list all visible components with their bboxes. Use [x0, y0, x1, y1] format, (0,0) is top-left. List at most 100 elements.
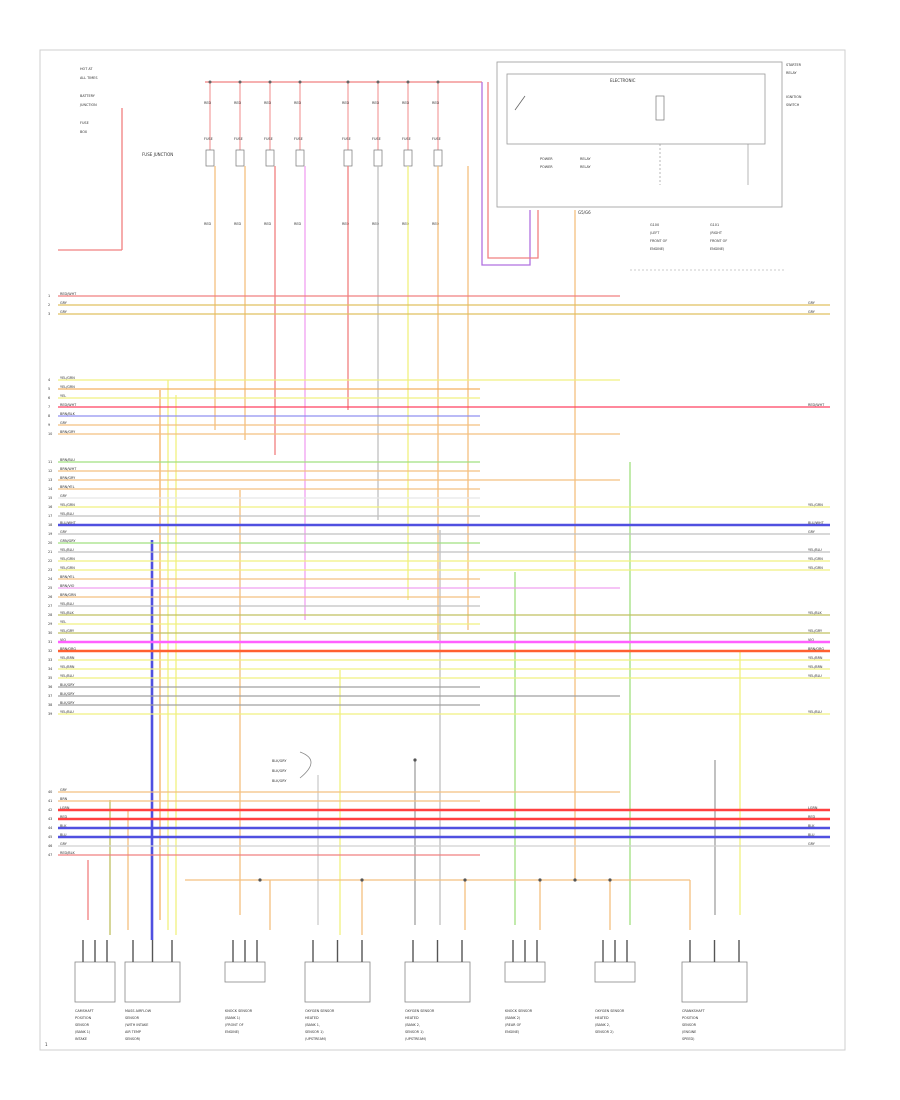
component-label: INTAKE [75, 1037, 87, 1041]
ground-block-label: ENGINE) [710, 247, 725, 251]
pin-number: 29 [48, 622, 52, 626]
ground-block-label: (LEFT [650, 231, 660, 235]
top-right-note-line: RELAY [786, 71, 798, 75]
wire-color-label: BLK [60, 824, 67, 828]
wire-color-label: BLK/GRY [60, 683, 75, 687]
fuse-block: REDFUSEREDREDFUSEREDREDFUSEREDREDFUSERED… [204, 80, 482, 226]
ground-block-label: ENGINE) [650, 247, 665, 251]
component-label: AIR TEMP [125, 1030, 141, 1034]
pin-number: 41 [48, 799, 52, 803]
fuse-label: FUSE [204, 137, 213, 141]
wire-color-label: GRY [60, 421, 68, 425]
component-label: OXYGEN SENSOR [405, 1009, 435, 1013]
splice-label: BLK/GRY [272, 779, 287, 783]
wire-color-label-right: YEL/GRN [808, 557, 823, 561]
pin-number: 12 [48, 469, 52, 473]
splice-point [463, 878, 467, 882]
component-label: ENGINE) [505, 1030, 520, 1034]
fuse-label: RED [264, 222, 271, 226]
pin-number: 43 [48, 817, 52, 821]
wire-color-label: BRN/WHT [60, 467, 77, 471]
component-label: HEATED [405, 1016, 419, 1020]
pin-number: 2 [48, 303, 50, 307]
pin-number: 33 [48, 658, 52, 662]
pin-number: 36 [48, 685, 52, 689]
wire-color-label: RED/WHT [60, 403, 77, 407]
top-right-note-line: STARTER [786, 63, 802, 67]
fuse-label: FUSE [294, 137, 303, 141]
component-label: KNOCK SENSOR [225, 1009, 253, 1013]
wire-color-label: YEL/BLK [60, 611, 74, 615]
pin-number: 31 [48, 640, 52, 644]
pin-number: 46 [48, 844, 52, 848]
top-left-note-line: BATTERY [80, 94, 96, 98]
fuse-element [205, 149, 215, 167]
diagram-border [39, 49, 846, 1051]
pin-number: 18 [48, 523, 52, 527]
component-label: MASS AIRFLOW [125, 1009, 152, 1013]
ground-block-label: G100 [650, 223, 659, 227]
wire-color-label: BRN/BLK [60, 412, 76, 416]
wire-color-label: RED [60, 815, 67, 819]
component-label: (BANK 1, [305, 1023, 320, 1027]
fuse-label: FUSE [342, 137, 351, 141]
wire-color-label: YEL/BLU [60, 548, 74, 552]
pin-number: 7 [48, 405, 50, 409]
component-body [74, 961, 116, 1003]
component-label: POSITION [682, 1016, 699, 1020]
fuse-label: RED [402, 101, 409, 105]
ground-block-label: (RIGHT [710, 231, 723, 235]
fuse-label: RED [402, 222, 409, 226]
fuse-label: RED [432, 101, 439, 105]
wire-color-label: BLU [60, 833, 67, 837]
power-relay-inner [506, 73, 766, 145]
wire-color-label: YEL/GRN [60, 385, 75, 389]
wire-color-label: BLK/GRY [60, 692, 75, 696]
wire-color-label-right: BLK [808, 824, 815, 828]
pin-number: 8 [48, 414, 50, 418]
wire-color-label: GRN/GRY [60, 539, 76, 543]
fuse-label: RED [372, 222, 379, 226]
wire-color-label: GRY [60, 530, 68, 534]
splice-point [413, 758, 417, 762]
wire-color-label-right: YEL/BRN [808, 665, 823, 669]
wire-color-label: GRY [60, 494, 68, 498]
relay-coil [655, 95, 665, 121]
wire-color-label-right: VIO [808, 638, 814, 642]
fuse-label: FUSE [432, 137, 441, 141]
pin-number: 3 [48, 312, 50, 316]
pin-number: 40 [48, 790, 52, 794]
component-body [404, 961, 471, 1003]
component-label: OXYGEN SENSOR [595, 1009, 625, 1013]
fuse-splice [406, 80, 410, 84]
fuse-label: RED [372, 101, 379, 105]
wire-color-label: YEL/BLU [60, 710, 74, 714]
component-label: CAMSHAFT [75, 1009, 95, 1013]
fuse-splice [298, 80, 302, 84]
pin-number: 5 [48, 387, 50, 391]
component-label: (BANK 1) [225, 1016, 241, 1020]
page-number: 1 [45, 1042, 48, 1047]
wire-color-label-right: GRY [808, 530, 816, 534]
fuse-label: FUSE [402, 137, 411, 141]
wire-color-label: BRN/GRY [60, 476, 76, 480]
fuse-element [343, 149, 353, 167]
component-body [124, 961, 181, 1003]
top-left-note-line: BOX [80, 130, 88, 134]
ground-block-label: G101 [710, 223, 719, 227]
fuse-splice [346, 80, 350, 84]
wire-color-label-right: YEL/BLU [808, 674, 822, 678]
top-left-note-line: JUNCTION [79, 103, 97, 107]
fuse-splice [436, 80, 440, 84]
wire-color-label: YEL/BLU [60, 602, 74, 606]
pin-number: 4 [48, 378, 50, 382]
pin-number: 39 [48, 712, 52, 716]
pin-number: 44 [48, 826, 52, 830]
relay-switch [514, 95, 526, 111]
component-label: OXYGEN SENSOR [305, 1009, 335, 1013]
